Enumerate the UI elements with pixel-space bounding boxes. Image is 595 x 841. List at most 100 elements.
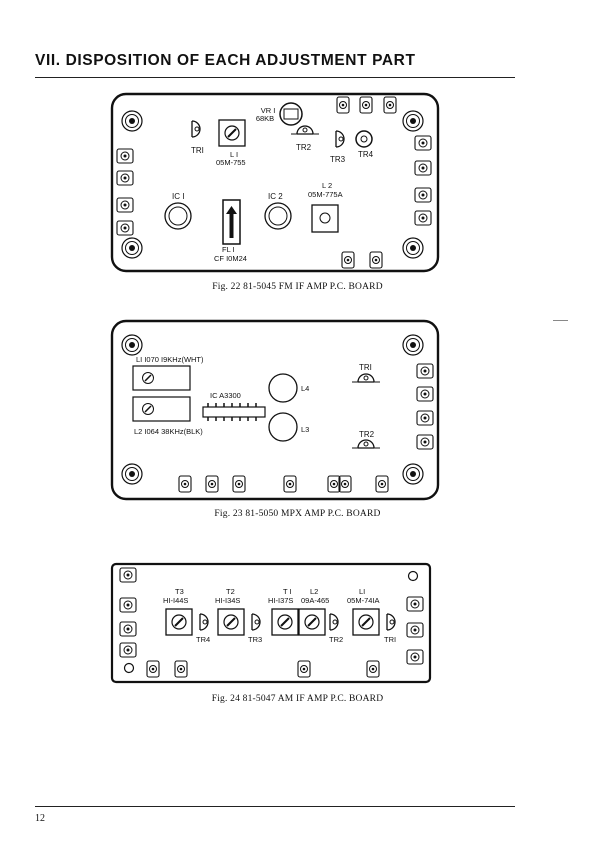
tr2-transistor-icon [329, 613, 339, 631]
fig23-caption: Fig. 23 81-5050 MPX AMP P.C. BOARD [214, 509, 381, 519]
mounting-hole-icon [121, 237, 143, 259]
tr3-label: TR3 [330, 155, 346, 164]
fl1-label: FL I [222, 245, 235, 254]
mounting-hole-icon [121, 334, 143, 356]
l2-coil-icon [132, 396, 191, 422]
terminal-pad-icon [406, 622, 424, 638]
heading-rule [35, 77, 515, 78]
footer-rule [35, 806, 515, 807]
terminal-pad-icon [414, 210, 432, 226]
vr1-potentiometer-icon [279, 102, 303, 126]
tr1-transistor-icon [191, 120, 201, 138]
tr1-label: TRI [191, 146, 204, 155]
t1-part-label: HI-I37S [268, 596, 293, 605]
l3-label: L3 [301, 425, 309, 434]
tr3-transistor-icon [251, 613, 261, 631]
tr2-label: TR2 [359, 430, 375, 439]
terminal-pad-icon [383, 96, 397, 114]
tr3-transistor-icon [335, 130, 345, 148]
terminal-pad-icon [174, 660, 188, 678]
tr1-transistor-icon [386, 613, 396, 631]
vr1-label: VR I [261, 106, 276, 115]
tr4-transistor-icon [199, 613, 209, 631]
board-outline [110, 562, 432, 684]
t2-part-label: HI-I34S [215, 596, 240, 605]
l2-label: L2 [310, 587, 318, 596]
l1-label: LI I070 I9KHz(WHT) [136, 355, 204, 364]
l1-coil-icon [218, 119, 246, 147]
ic2-label: IC 2 [268, 192, 283, 201]
terminal-pad-icon [416, 434, 434, 450]
ic-chip-icon [202, 403, 266, 421]
vr1-value-label: 68KB [256, 114, 274, 123]
ic-label: IC A3300 [210, 391, 241, 400]
t2-label: T2 [226, 587, 235, 596]
mounting-hole-icon [402, 463, 424, 485]
terminal-pad-icon [375, 475, 389, 493]
l2-coil-icon [311, 204, 339, 233]
l1-label: LI [359, 587, 365, 596]
mounting-hole-icon [402, 237, 424, 259]
tr3-label: TR3 [248, 635, 262, 644]
l1-label: L I [230, 150, 238, 159]
terminal-pad-icon [336, 96, 350, 114]
tr1-transistor-icon [351, 373, 381, 383]
terminal-pad-icon [119, 567, 137, 583]
mpx-amp-board-diagram: LI I070 I9KHz(WHT) L2 I064 38KHz(BLK) IC… [110, 319, 440, 501]
tr4-label: TR4 [196, 635, 210, 644]
ic2-chip-icon [264, 202, 292, 230]
tr2-transistor-icon [290, 125, 320, 135]
terminal-pad-icon [232, 475, 246, 493]
terminal-pad-icon [416, 410, 434, 426]
t3-coil-icon [165, 608, 193, 636]
am-if-amp-board-diagram: T3 HI-I44S TR4 T2 HI-I34S TR3 T I HI-I37… [110, 562, 432, 684]
l1-coil-icon [132, 365, 191, 391]
tr2-label: TR2 [296, 143, 312, 152]
terminal-pad-icon [205, 475, 219, 493]
terminal-pad-icon [283, 475, 297, 493]
ic1-chip-icon [164, 202, 192, 230]
terminal-pad-icon [119, 621, 137, 637]
mounting-hole-icon [123, 662, 135, 674]
l4-label: L4 [301, 384, 309, 393]
mounting-hole-icon [121, 463, 143, 485]
t3-label: T3 [175, 587, 184, 596]
terminal-pad-icon [338, 475, 352, 493]
terminal-pad-icon [341, 251, 355, 269]
terminal-pad-icon [414, 135, 432, 151]
terminal-pad-icon [366, 660, 380, 678]
fig24-caption: Fig. 24 81-5047 AM IF AMP P.C. BOARD [211, 694, 384, 704]
l2-coil-icon [298, 608, 326, 636]
margin-mark [553, 320, 568, 321]
terminal-pad-icon [414, 160, 432, 176]
terminal-pad-icon [119, 642, 137, 658]
terminal-pad-icon [406, 649, 424, 665]
l3-coil-icon [268, 412, 298, 442]
terminal-pad-icon [414, 187, 432, 203]
mounting-hole-icon [402, 110, 424, 132]
fig22-caption: Fig. 22 81-5045 FM IF AMP P.C. BOARD [212, 282, 383, 292]
terminal-pad-icon [416, 386, 434, 402]
page-number: 12 [35, 813, 45, 824]
tr2-label: TR2 [329, 635, 343, 644]
terminal-pad-icon [116, 220, 134, 236]
terminal-pad-icon [116, 170, 134, 186]
tr2-transistor-icon [351, 439, 381, 449]
l1-coil-icon [352, 608, 380, 636]
tr1-label: TRI [384, 635, 396, 644]
mounting-hole-icon [402, 334, 424, 356]
l2-label: L 2 [322, 181, 332, 190]
board-outline [110, 319, 440, 501]
terminal-pad-icon [116, 148, 134, 164]
t3-part-label: HI-I44S [163, 596, 188, 605]
fl1-part-label: CF I0M24 [214, 254, 247, 263]
terminal-pad-icon [359, 96, 373, 114]
terminal-pad-icon [116, 197, 134, 213]
terminal-pad-icon [369, 251, 383, 269]
terminal-pad-icon [178, 475, 192, 493]
terminal-pad-icon [297, 660, 311, 678]
tr4-label: TR4 [358, 150, 374, 159]
fm-if-amp-board-diagram: VR I 68KB TRI L I 05M-755 TR2 TR3 TR4 IC… [110, 92, 440, 273]
tr4-transistor-icon [355, 130, 373, 148]
terminal-pad-icon [119, 597, 137, 613]
